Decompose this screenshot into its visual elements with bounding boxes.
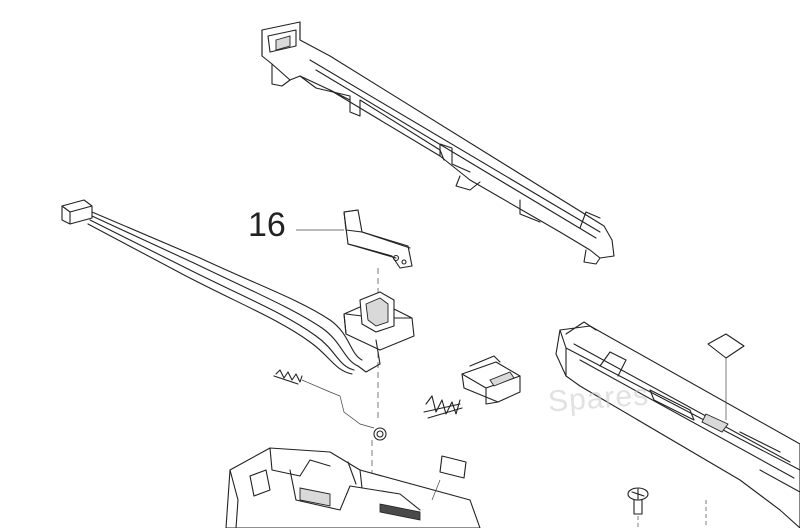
bracket-part: [343, 209, 413, 269]
right-tray: [555, 321, 800, 528]
bottom-mechanism: [225, 447, 481, 528]
cable-harness: [61, 199, 363, 375]
large-spring: [423, 395, 463, 419]
clip-latch: [461, 355, 521, 405]
small-spring: [273, 369, 387, 441]
callout-label-16: 16: [248, 206, 286, 244]
watermark: Spares: [546, 378, 651, 419]
sensor-connector: [343, 291, 415, 373]
screw: [627, 487, 649, 528]
flat-pad: [431, 455, 467, 501]
top-guide-rail: [261, 21, 615, 265]
label-pad: [707, 333, 745, 420]
